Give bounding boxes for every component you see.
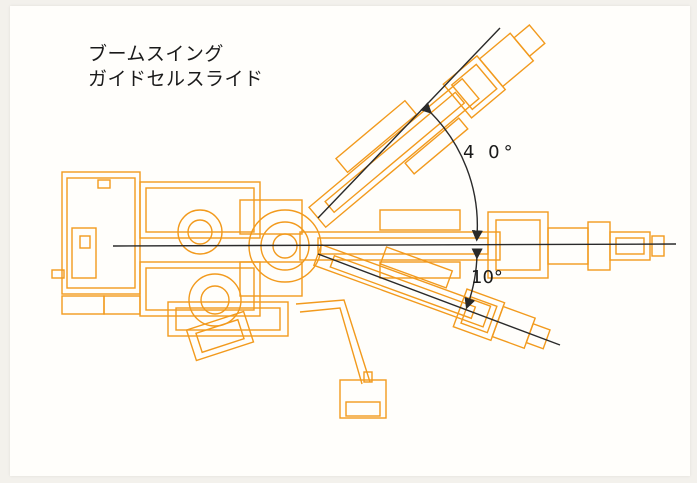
diagram-title: ブームスイング ガイドセルスライド [88,42,264,92]
upper-angle-arc [420,102,483,242]
lower-angle-label: 10° [471,267,503,288]
title-line-1: ブームスイング [88,43,224,65]
upper-axis-line [317,27,501,219]
lower-axis-line [317,253,561,346]
upper-angle-label: 4 0° [463,142,517,163]
lower-angle-arc [464,248,483,310]
boom-upper [308,23,546,229]
center-axis-line [112,243,677,247]
diagram-page [10,6,690,476]
title-line-2: ガイドセルスライド [88,68,264,90]
machine-body [51,171,387,419]
